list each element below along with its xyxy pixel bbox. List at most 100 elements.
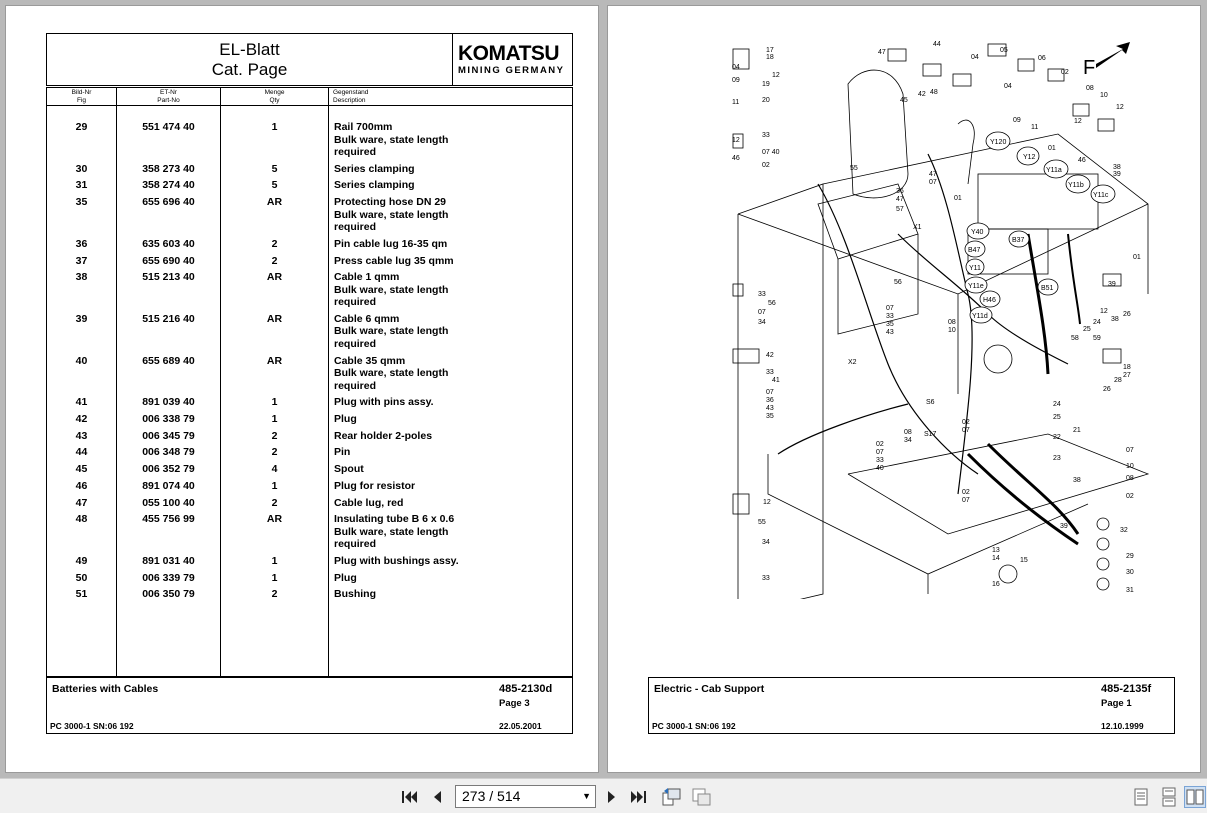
svg-text:38: 38 <box>1113 164 1121 171</box>
page-indicator: 273 / 514 <box>462 788 521 804</box>
svg-text:F: F <box>1083 57 1095 79</box>
cell-part-no: 891 039 40 <box>142 396 195 409</box>
cell-fig: 40 <box>75 354 88 367</box>
svg-text:14: 14 <box>992 555 1000 562</box>
svg-text:33: 33 <box>886 313 894 320</box>
svg-text:33: 33 <box>762 575 770 582</box>
svg-text:07: 07 <box>1126 447 1134 454</box>
single-page-view-icon[interactable] <box>1130 786 1152 808</box>
footer-date: 22.05.2001 <box>499 721 542 731</box>
svg-text:11: 11 <box>1031 124 1038 131</box>
svg-text:35: 35 <box>766 413 774 420</box>
svg-text:09: 09 <box>732 77 740 84</box>
svg-text:18: 18 <box>766 54 774 61</box>
svg-text:34: 34 <box>762 539 770 546</box>
svg-text:12: 12 <box>1074 118 1082 125</box>
svg-text:58: 58 <box>1071 335 1079 342</box>
svg-text:04: 04 <box>1004 83 1012 90</box>
cell-part-no: 006 345 79 <box>142 429 195 442</box>
footer-model: PC 3000-1 SN:06 192 <box>50 721 134 731</box>
svg-text:07: 07 <box>766 389 774 396</box>
cell-description: Plug <box>334 413 569 426</box>
rotate-alt-icon[interactable] <box>690 786 712 808</box>
two-page-view-icon[interactable] <box>1184 786 1206 808</box>
cell-description: Plug for resistor <box>334 480 569 493</box>
page-footer: Batteries with Cables 485-2130d Page 3 P… <box>46 677 573 734</box>
description-line: required <box>334 337 377 350</box>
cell-part-no: 455 756 99 <box>142 513 195 526</box>
description-line: Plug with pins assy. <box>334 396 434 409</box>
svg-text:33: 33 <box>766 369 774 376</box>
svg-text:07: 07 <box>886 305 894 312</box>
description-line: required <box>334 538 377 551</box>
cell-fig: 51 <box>75 588 88 601</box>
description-line: required <box>334 379 377 392</box>
footer-date: 12.10.1999 <box>1101 721 1144 731</box>
description-line: Bulk ware, state length <box>334 525 449 538</box>
description-line: Bulk ware, state length <box>334 325 449 338</box>
svg-text:28: 28 <box>1114 377 1122 384</box>
svg-text:57: 57 <box>896 206 904 213</box>
next-page-icon[interactable] <box>601 786 623 808</box>
svg-text:12: 12 <box>772 72 780 79</box>
cell-description: Plug with bushings assy. <box>334 555 569 568</box>
svg-text:Y11b: Y11b <box>1068 182 1084 189</box>
cell-description: Plug <box>334 572 569 585</box>
svg-text:22: 22 <box>1053 434 1061 441</box>
svg-text:24: 24 <box>1053 401 1061 408</box>
rotate-icon[interactable] <box>660 786 682 808</box>
svg-text:20: 20 <box>762 97 770 104</box>
svg-text:30: 30 <box>1126 569 1134 576</box>
description-line: Bulk ware, state length <box>334 208 449 221</box>
cell-part-no: 006 352 79 <box>142 463 195 476</box>
svg-text:07: 07 <box>876 449 884 456</box>
cell-part-no: 551 474 40 <box>142 121 195 133</box>
svg-text:33: 33 <box>876 457 884 464</box>
svg-text:08: 08 <box>948 319 956 326</box>
svg-text:Y11e: Y11e <box>968 283 984 290</box>
document-viewer: EL-Blatt Cat. Page KOMATSU MINING GERMAN… <box>5 5 1201 773</box>
description-line: Bulk ware, state length <box>334 367 449 380</box>
cell-part-no: 358 273 40 <box>142 162 195 175</box>
cell-qty: 2 <box>271 588 278 601</box>
svg-text:35: 35 <box>886 321 894 328</box>
svg-text:33: 33 <box>762 132 770 139</box>
last-page-icon[interactable] <box>628 786 650 808</box>
description-line: Protecting hose DN 29 <box>334 196 447 209</box>
description-line: Plug for resistor <box>334 479 416 492</box>
svg-text:55: 55 <box>850 165 858 172</box>
svg-text:02: 02 <box>876 441 884 448</box>
svg-text:41: 41 <box>772 377 780 384</box>
first-page-icon[interactable] <box>398 786 420 808</box>
svg-text:05: 05 <box>1000 47 1008 54</box>
cell-fig: 37 <box>75 254 88 267</box>
description-line: Series clamping <box>334 162 415 175</box>
cell-qty: AR <box>266 354 283 367</box>
chevron-down-icon[interactable]: ▼ <box>582 791 591 801</box>
svg-text:56: 56 <box>894 279 902 286</box>
column-divider <box>116 88 117 676</box>
svg-text:B37: B37 <box>1012 237 1025 244</box>
description-line: Cable 1 qmm <box>334 271 400 284</box>
cell-fig: 41 <box>75 396 88 409</box>
svg-text:10: 10 <box>1100 92 1108 99</box>
svg-text:02: 02 <box>1126 493 1134 500</box>
svg-text:02: 02 <box>1061 69 1069 76</box>
description-line: Cable lug, red <box>334 496 404 509</box>
viewer-toolbar: 273 / 514 ▼ <box>0 778 1207 813</box>
continuous-view-icon[interactable] <box>1158 786 1180 808</box>
cell-qty: 2 <box>271 496 278 509</box>
svg-text:07: 07 <box>962 427 970 434</box>
cell-qty: 5 <box>271 162 278 175</box>
page-number-field[interactable]: 273 / 514 ▼ <box>455 785 596 808</box>
svg-text:B51: B51 <box>1041 285 1054 292</box>
svg-text:29: 29 <box>1126 553 1134 560</box>
cell-qty: AR <box>266 513 283 526</box>
cell-qty: 1 <box>271 571 278 584</box>
prev-page-icon[interactable] <box>426 786 448 808</box>
cell-part-no: 006 350 79 <box>142 588 195 601</box>
svg-text:48: 48 <box>930 89 938 96</box>
svg-text:47: 47 <box>896 196 904 203</box>
